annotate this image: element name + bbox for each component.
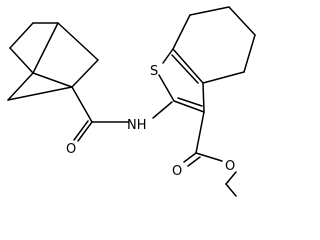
amide-group [71, 86, 173, 142]
nh-label: NH [127, 118, 147, 133]
norbornane-ring [7, 22, 99, 101]
amide-oxygen-label: O [66, 142, 76, 157]
cyclohexene-ring [172, 6, 256, 84]
sulfur-label: S [150, 64, 158, 79]
thiophene-ring [158, 48, 205, 113]
molecule-structure: S NH O O O [7, 6, 256, 197]
ethyl-ester-group [183, 111, 237, 197]
ester-ether-oxygen-label: O [225, 159, 235, 174]
ester-carbonyl-oxygen-label: O [172, 164, 182, 179]
